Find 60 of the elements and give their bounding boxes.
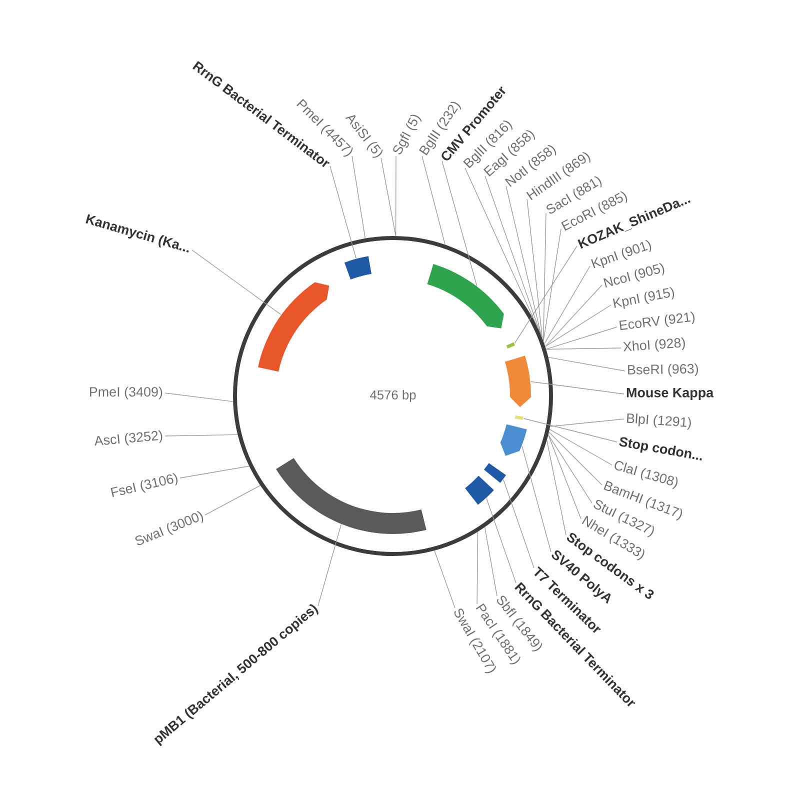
feature-label: Stop codon... [619, 437, 702, 460]
feature-segment [258, 282, 330, 372]
leader-line [503, 479, 534, 568]
leader-line [530, 381, 624, 394]
leader-line [550, 418, 624, 427]
feature-segment [427, 264, 504, 328]
site-label: BlpI (1291) [626, 413, 691, 430]
leader-line [395, 156, 396, 236]
leader-line [422, 156, 446, 246]
leader-line [549, 428, 612, 466]
feature-box [344, 256, 372, 280]
feature-bar [506, 342, 515, 349]
leader-line [522, 446, 552, 552]
leader-line [192, 250, 282, 315]
leader-line [180, 466, 250, 478]
leader-line [442, 160, 478, 286]
feature-box [465, 476, 494, 505]
site-label: BseRI (963) [628, 364, 698, 376]
leader-line [546, 440, 566, 536]
leader-line [434, 550, 456, 608]
leader-line [548, 356, 626, 372]
leader-line [514, 246, 578, 344]
site-label: PmeI (3409) [90, 386, 162, 400]
site-label: EcoRV (921) [619, 312, 695, 330]
leader-line [484, 176, 542, 336]
feature-bar [514, 415, 524, 420]
site-label: XhoI (928) [623, 337, 685, 352]
leader-line [548, 432, 602, 486]
leader-line [484, 526, 498, 596]
leader-line [506, 186, 542, 336]
leader-line [352, 156, 366, 239]
leader-line [318, 524, 342, 606]
leader-line [523, 418, 618, 442]
feature-box [484, 463, 506, 483]
leader-line [546, 326, 618, 350]
leader-line [544, 304, 612, 347]
leader-line [543, 212, 546, 342]
site-label: FseI (3106) [110, 473, 178, 498]
leader-line [526, 198, 543, 340]
site-label: AscI (3252) [94, 430, 162, 446]
leader-line [164, 392, 234, 402]
leader-line [464, 168, 538, 329]
site-label: KpnI (915) [612, 287, 674, 309]
leader-line [476, 531, 478, 604]
leader-line [486, 498, 516, 584]
feature-segment [504, 356, 531, 408]
leader-line [543, 228, 562, 342]
leader-line [546, 348, 622, 350]
leader-line [330, 166, 356, 259]
leader-line [380, 158, 396, 236]
feature-bar [276, 458, 426, 534]
leader-line [544, 266, 590, 344]
leader-line [548, 434, 592, 504]
leader-line [544, 284, 602, 347]
leader-line [164, 434, 238, 436]
plasmid-ring: 4576 bp [233, 236, 554, 556]
leader-line [204, 485, 261, 516]
leader-line [548, 434, 582, 520]
feature-label: Mouse Kappa [626, 388, 714, 400]
feature-segment [500, 424, 527, 456]
